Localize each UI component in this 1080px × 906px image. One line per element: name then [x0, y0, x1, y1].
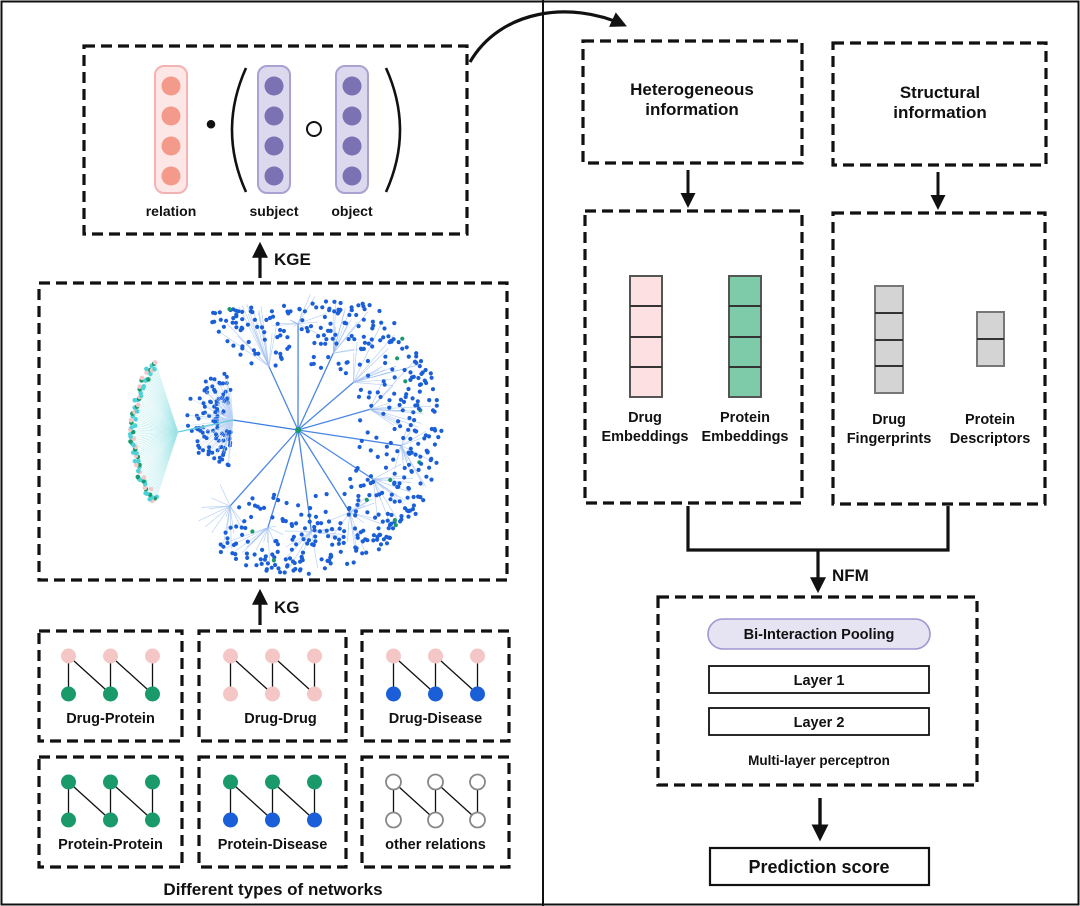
prediction-score-box — [708, 846, 931, 887]
hetero-title-line1: Heterogeneous — [630, 80, 754, 99]
structural-info-box — [831, 41, 1048, 167]
relation-vector — [154, 65, 188, 194]
merge-bracket — [686, 506, 950, 552]
network-type-label: Drug-Drug — [244, 711, 317, 727]
knowledge-graph-visual — [127, 293, 444, 576]
subject-label: subject — [249, 203, 298, 219]
kge-box — [82, 44, 469, 236]
object-vector — [335, 65, 369, 194]
network-types-grid: Drug-Protein Drug-Drug Drug-DiseaseProtein… — [37, 629, 511, 869]
right-paren — [384, 67, 402, 193]
kge-to-features-arrow — [468, 10, 627, 63]
prediction-score-label: Prediction score — [748, 857, 889, 877]
drug-embeddings-line1: Drug — [628, 410, 662, 426]
drug-embedding-vector — [629, 275, 663, 398]
structural-features-box — [831, 211, 1047, 506]
drug-embeddings-line2: Embeddings — [601, 429, 688, 445]
network-type-panel: Drug-Protein — [37, 629, 184, 743]
network-type-label: Drug-Protein — [66, 711, 155, 727]
protein-descriptors-line2: Descriptors — [950, 431, 1031, 447]
struct-title-line2: information — [893, 103, 987, 122]
protein-descriptor-vector — [976, 311, 1005, 367]
network-type-panel: other relations — [360, 755, 511, 869]
network-type-panel: Protein-Protein — [37, 755, 184, 869]
bi-interaction-label: Bi-Interaction Pooling — [744, 627, 895, 643]
protein-embedding-vector — [728, 275, 762, 398]
network-type-panel: Protein-Disease — [197, 755, 348, 869]
dot-product-operator: • — [206, 108, 217, 141]
layer1-label: Layer 1 — [794, 673, 845, 689]
struct-title-line1: Structural — [900, 83, 980, 102]
network-type-panel: Drug-Disease — [360, 629, 511, 743]
kg-box — [37, 281, 509, 582]
layer1-box — [708, 665, 930, 694]
network-type-label: other relations — [385, 837, 486, 853]
relation-label: relation — [146, 203, 197, 219]
layer2-box — [708, 707, 930, 736]
embeddings-box — [583, 209, 804, 505]
kge-label: KGE — [274, 250, 311, 269]
heterogeneous-info-box — [581, 39, 804, 165]
network-type-label: Protein-Protein — [58, 837, 163, 853]
protein-embeddings-line2: Embeddings — [701, 429, 788, 445]
bi-interaction-pooling-pill — [707, 618, 931, 650]
nfm-box — [656, 595, 979, 787]
layer2-label: Layer 2 — [794, 715, 845, 731]
kg-label: KG — [274, 598, 300, 617]
hetero-title-line2: information — [645, 100, 739, 119]
kge-panel: • relation subject object — [82, 44, 469, 236]
drug-fingerprints-line2: Fingerprints — [847, 431, 932, 447]
protein-descriptors-line1: Protein — [965, 412, 1015, 428]
network-type-panel: Drug-Drug — [197, 629, 348, 743]
drug-fingerprints-line1: Drug — [872, 412, 906, 428]
left-paren — [230, 67, 248, 193]
protein-embeddings-line1: Protein — [720, 410, 770, 426]
hadamard-operator-icon — [306, 121, 322, 137]
networks-caption: Different types of networks — [163, 880, 382, 899]
object-label: object — [331, 203, 373, 219]
nfm-label: NFM — [832, 566, 869, 585]
drug-fingerprint-vector — [874, 285, 904, 394]
network-type-label: Protein-Disease — [218, 837, 328, 853]
subject-vector — [257, 65, 291, 194]
mlp-caption: Multi-layer perceptron — [748, 753, 890, 768]
network-type-label: Drug-Disease — [389, 711, 482, 727]
